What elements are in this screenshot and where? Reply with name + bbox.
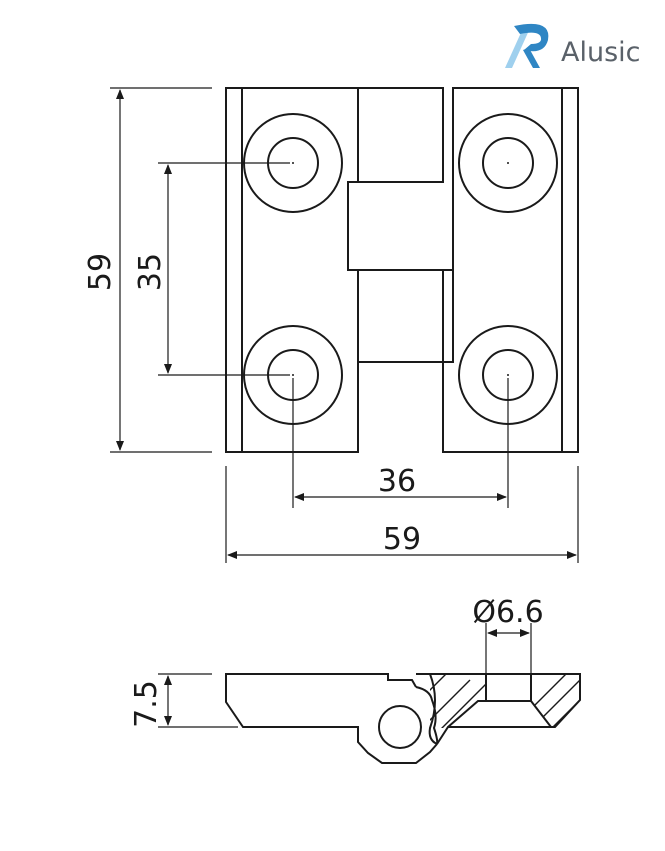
left-leaf-outline	[225, 87, 359, 453]
center-knuckle-outline	[348, 87, 444, 363]
side-section-view	[225, 673, 581, 764]
hole-top-right	[458, 113, 558, 213]
dim-hole-pitch-vertical	[158, 162, 290, 376]
dim-label-hole-pitch-horizontal: 36	[378, 464, 416, 499]
front-view	[225, 87, 579, 453]
dim-overall-height	[110, 87, 212, 453]
pin-hole	[378, 705, 422, 749]
brand-name: Alusic	[561, 37, 641, 68]
dim-hole-pitch-horizontal	[292, 378, 509, 508]
side-left-leaf	[225, 673, 438, 764]
countersink-hole	[447, 674, 552, 728]
logo-mark-icon	[505, 26, 531, 68]
hole-centers	[292, 162, 509, 376]
dim-hole-diameter	[485, 623, 532, 674]
right-leaf-outline	[442, 87, 579, 453]
logo-mark-swoosh	[514, 23, 549, 52]
dim-label-overall-height: 59	[83, 253, 118, 291]
logo-mark-leg	[523, 48, 540, 68]
dim-thickness	[158, 673, 238, 728]
dim-label-thickness: 7.5	[129, 680, 164, 728]
dim-label-overall-width: 59	[383, 522, 421, 557]
side-right-leaf	[416, 673, 581, 745]
knuckle-seam	[428, 673, 438, 745]
brand-logo: Alusic	[505, 23, 641, 68]
dim-overall-width	[225, 466, 579, 563]
dim-label-hole-pitch-vertical: 35	[133, 253, 168, 291]
dim-label-hole-diameter: Ø6.6	[472, 595, 543, 630]
